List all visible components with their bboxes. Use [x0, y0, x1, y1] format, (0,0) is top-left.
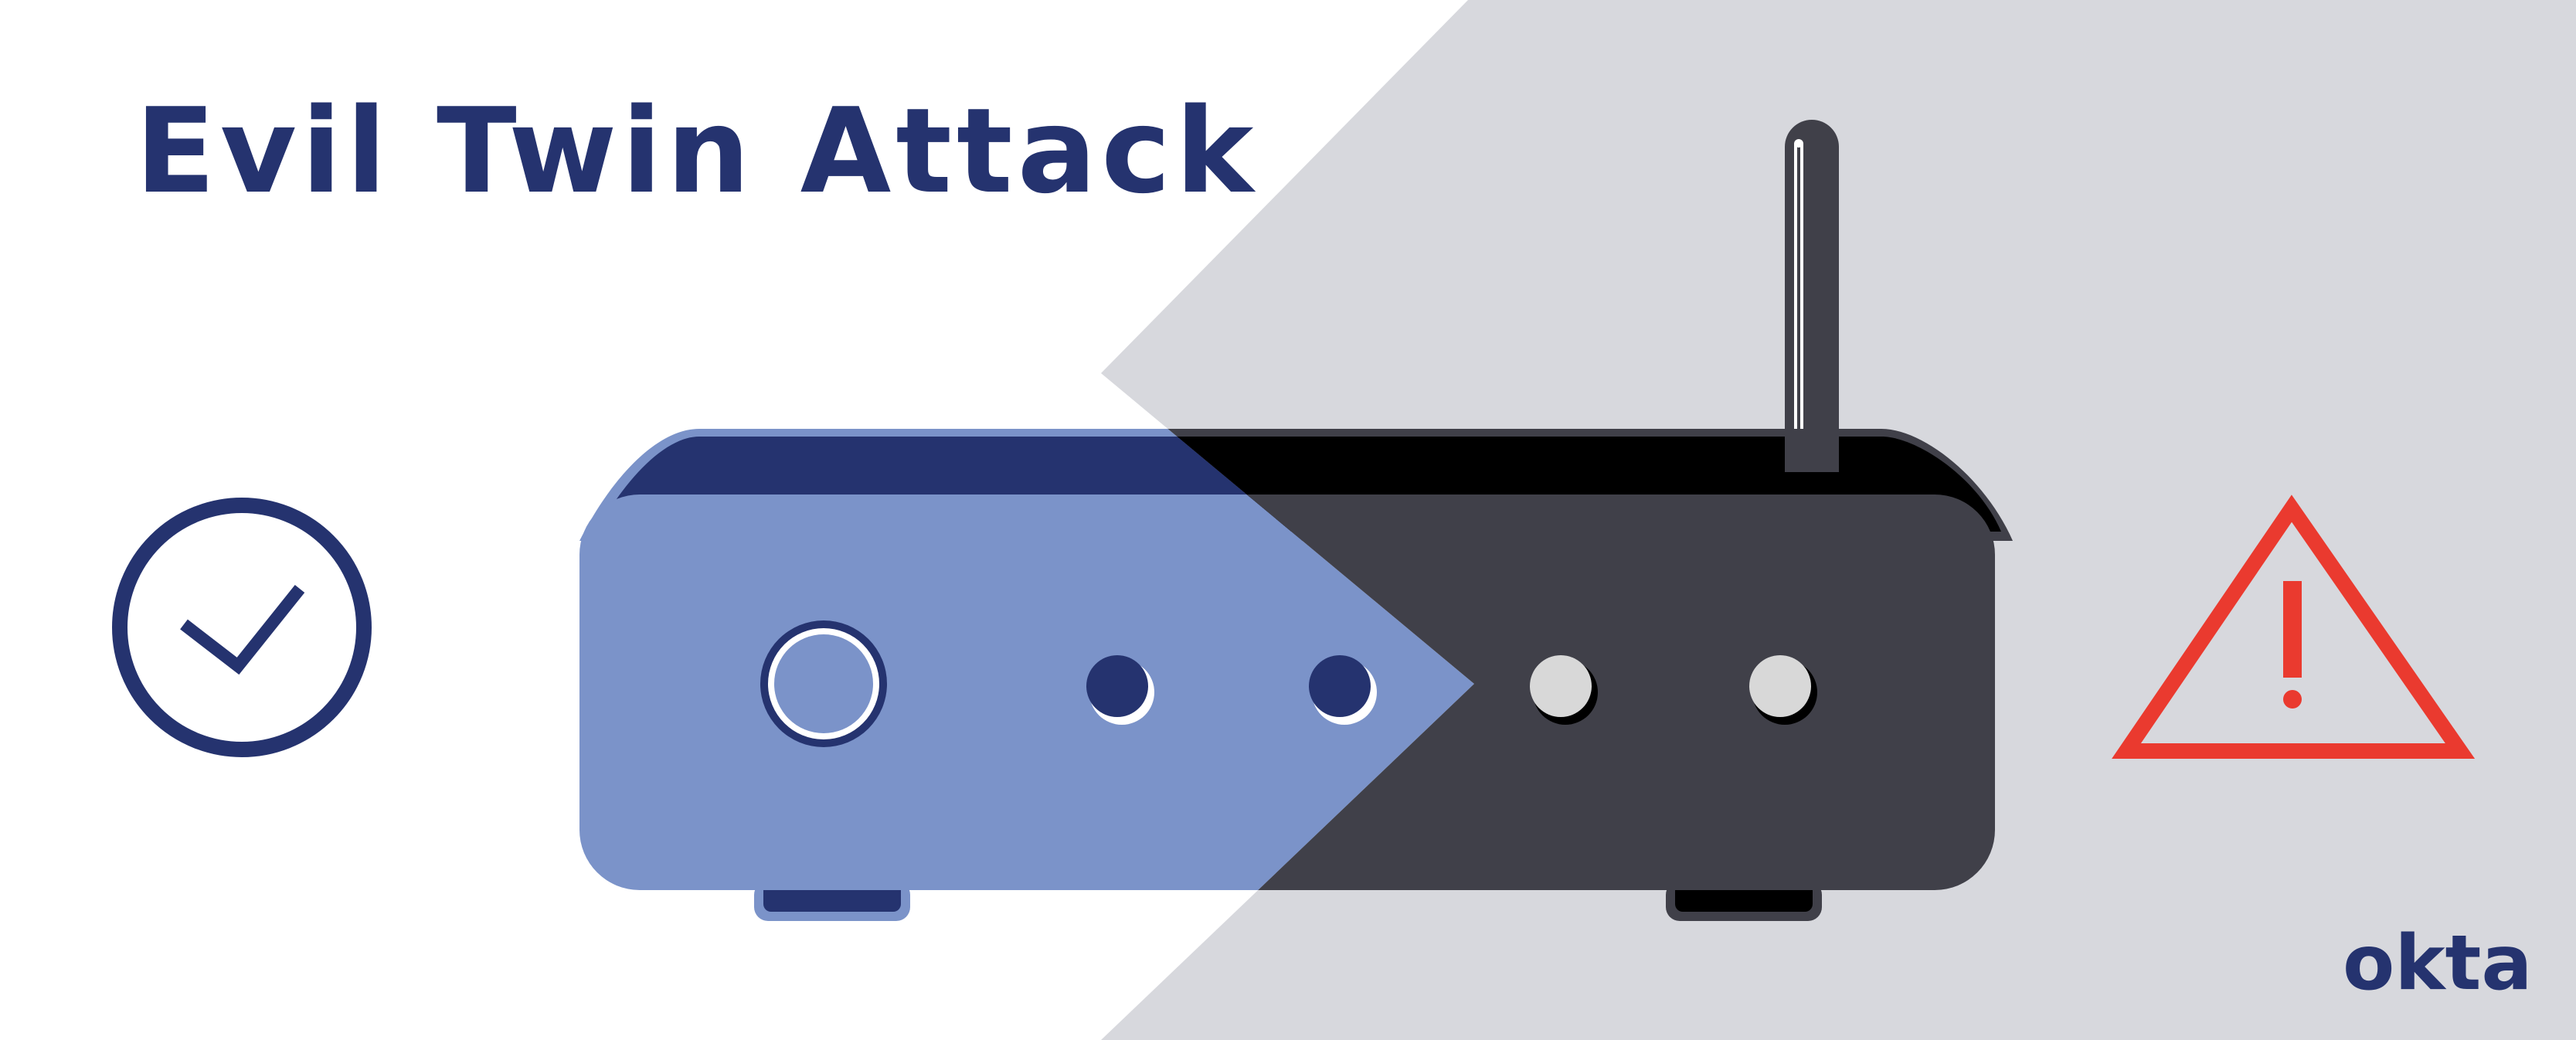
okta-logo: okta — [2343, 919, 2532, 1008]
page-title: Evil Twin Attack — [135, 83, 1258, 219]
warning-triangle-icon — [2112, 495, 2476, 759]
antenna — [1785, 120, 1839, 475]
checkmark-circle-icon — [112, 498, 372, 757]
legit-router — [579, 429, 1474, 921]
